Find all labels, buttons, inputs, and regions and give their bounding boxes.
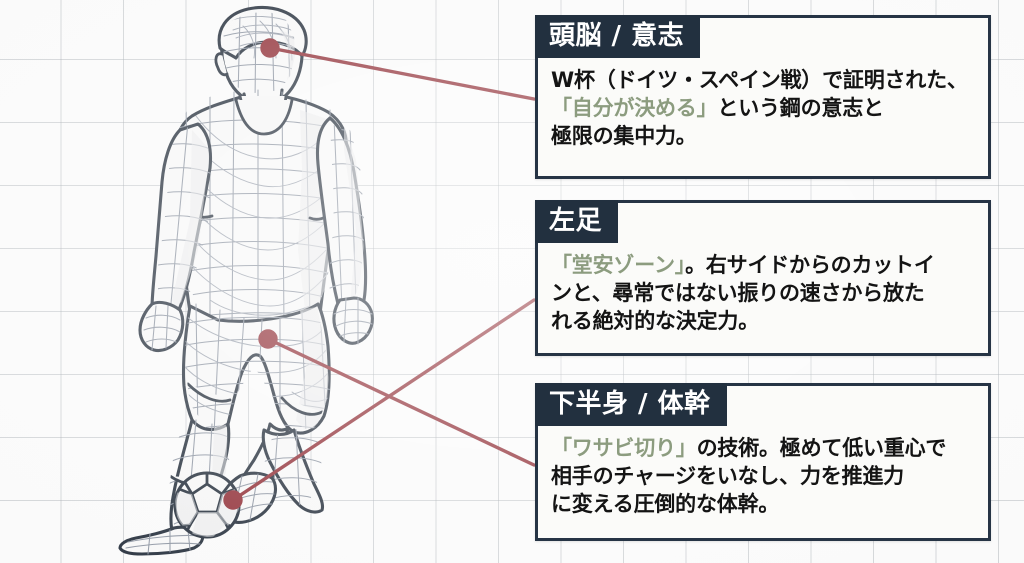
callout-left-foot-line-3: れる絶対的な決定力。	[551, 308, 759, 333]
accent-phrase: 「堂安ゾーン」	[551, 253, 686, 277]
callout-lower-body-body: 「ワサビ切り」の技術。極めて低い重心で 相手のチャージをいなし、力を推進力 に変…	[538, 426, 988, 529]
callout-brain-body: W杯（ドイツ・スペイン戦）で証明された、 「自分が決める」という鋼の意志と 極限…	[538, 58, 988, 161]
accent-phrase: 「ワサビ切り」	[551, 436, 697, 460]
callout-lower-body-line-1: 「ワサビ切り」の技術。極めて低い重心で	[551, 436, 947, 460]
callout-brain-header: 頭脳 / 意志	[535, 15, 701, 58]
callout-lower-body[interactable]: 下半身 / 体幹 「ワサビ切り」の技術。極めて低い重心で 相手のチャージをいなし…	[535, 383, 991, 541]
callout-lower-body-header: 下半身 / 体幹	[535, 383, 727, 426]
callout-brain-line-3: 極限の集中力。	[551, 123, 697, 148]
callout-left-foot[interactable]: 左足 「堂安ゾーン」。右サイドからのカットイ ンと、尋常ではない振りの速さから放…	[535, 200, 991, 356]
callout-left-foot-line-2: ンと、尋常ではない振りの速さから放た	[551, 280, 925, 305]
accent-phrase: 「自分が決める」	[551, 95, 718, 120]
callout-left-foot-header: 左足	[535, 200, 619, 243]
callout-lower-body-line-2: 相手のチャージをいなし、力を推進力	[551, 463, 904, 488]
callout-brain-line-2: 「自分が決める」という鋼の意志と	[551, 95, 884, 120]
callout-brain[interactable]: 頭脳 / 意志 W杯（ドイツ・スペイン戦）で証明された、 「自分が決める」という…	[535, 15, 991, 179]
callout-brain-line-1: W杯（ドイツ・スペイン戦）で証明された、	[551, 68, 968, 92]
callout-left-foot-body: 「堂安ゾーン」。右サイドからのカットイ ンと、尋常ではない振りの速さから放た れ…	[538, 243, 988, 346]
callout-left-foot-line-1: 「堂安ゾーン」。右サイドからのカットイ	[551, 253, 935, 277]
callout-lower-body-line-3: に変える圧倒的な体幹。	[551, 491, 780, 516]
